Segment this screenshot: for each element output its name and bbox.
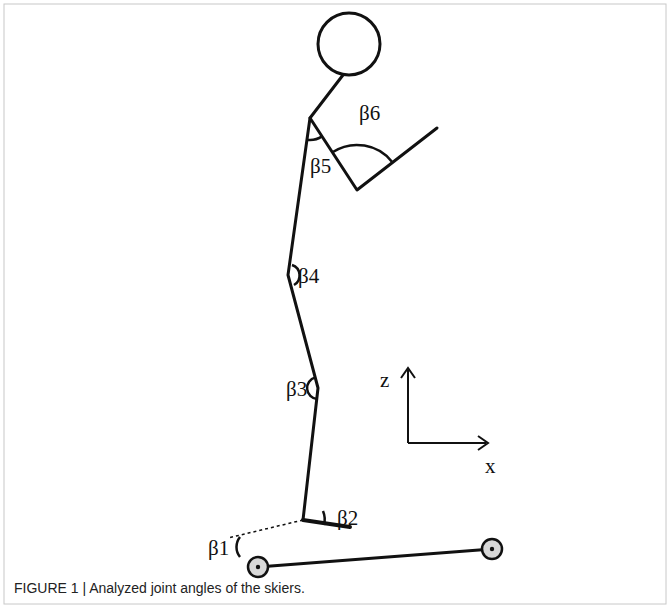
- arrow-head: [401, 368, 415, 378]
- angle-arc: [236, 537, 240, 557]
- wheels: [248, 539, 502, 577]
- angle-label: β5: [310, 156, 331, 177]
- angle-label: β2: [337, 508, 358, 529]
- angle-arc: [332, 145, 392, 162]
- wheel: [482, 539, 502, 559]
- axes: [401, 368, 488, 450]
- axis-label: x: [485, 456, 496, 477]
- angle-arc: [307, 136, 322, 140]
- reference-line: [228, 520, 303, 538]
- angle-label: β4: [298, 266, 319, 287]
- angle-label: β3: [286, 379, 307, 400]
- figure-frame: [4, 4, 666, 604]
- head: [318, 13, 380, 75]
- x-axis: [408, 442, 486, 444]
- axis-label: z: [380, 370, 389, 391]
- angle-arcs: [236, 136, 392, 557]
- angle-arc: [323, 511, 325, 525]
- angle-label: β6: [359, 103, 380, 124]
- ski-line: [258, 549, 492, 567]
- wheel-hub: [256, 565, 260, 569]
- wheel: [248, 557, 268, 577]
- body-line: [288, 75, 343, 520]
- z-axis: [407, 370, 409, 443]
- wheel-hub: [490, 547, 494, 551]
- arm-line: [310, 118, 437, 190]
- arrow-head: [478, 436, 488, 450]
- angle-label: β1: [208, 538, 229, 559]
- angle-arc: [307, 377, 317, 399]
- figure-caption: FIGURE 1 | Analyzed joint angles of the …: [14, 580, 654, 597]
- stick-figure: [258, 13, 492, 567]
